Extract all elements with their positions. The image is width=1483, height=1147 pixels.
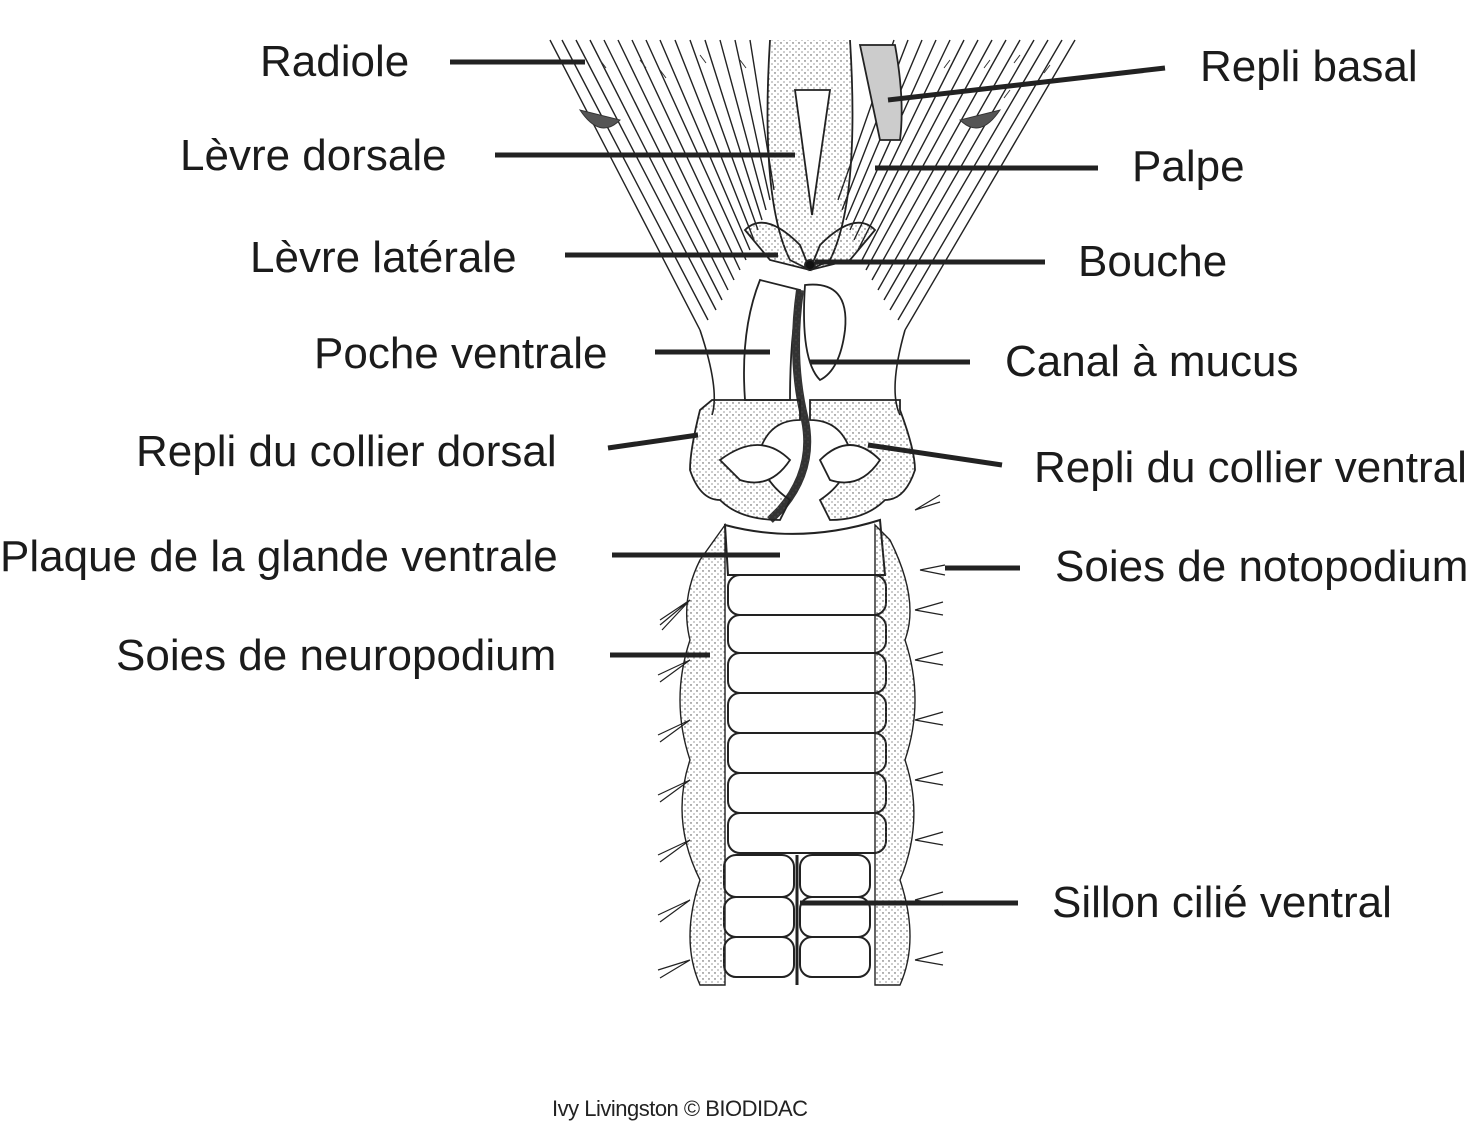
label-levre-dorsale: Lèvre dorsale xyxy=(180,131,447,180)
label-repli-collier-ventral: Repli du collier ventral xyxy=(1034,443,1467,492)
label-bouche: Bouche xyxy=(1078,237,1228,286)
collar xyxy=(689,399,916,521)
palps-and-lips xyxy=(743,39,903,272)
label-levre-laterale: Lèvre latérale xyxy=(250,233,517,282)
label-repli-collier-dorsal: Repli du collier dorsal xyxy=(136,427,557,476)
leader-repli-collier-ventral xyxy=(867,442,1003,468)
label-repli-basal: Repli basal xyxy=(1200,42,1418,91)
label-poche-ventrale: Poche ventrale xyxy=(314,329,608,378)
label-canal-mucus: Canal à mucus xyxy=(1005,337,1299,386)
label-soies-neuropodium: Soies de neuropodium xyxy=(116,631,557,680)
leader-lines xyxy=(450,59,1166,906)
radioles-pinnules xyxy=(578,54,1051,129)
parapodia-setae xyxy=(679,522,916,986)
leader-repli-basal xyxy=(887,65,1166,103)
label-palpe: Palpe xyxy=(1132,142,1245,191)
body-segments xyxy=(723,518,887,985)
label-radiole: Radiole xyxy=(260,37,410,86)
leader-repli-collier-dorsal xyxy=(607,432,699,451)
label-plaque-glande-ventrale: Plaque de la glande ventrale xyxy=(0,532,558,581)
mouth-region xyxy=(743,259,847,523)
radioles-crown xyxy=(549,39,1076,416)
credit-line: Ivy Livingston © BIODIDAC xyxy=(552,1096,808,1121)
label-sillon-cilie-ventral: Sillon cilié ventral xyxy=(1052,878,1392,927)
label-soies-notopodium: Soies de notopodium xyxy=(1055,542,1469,591)
setae-tufts xyxy=(657,494,946,979)
